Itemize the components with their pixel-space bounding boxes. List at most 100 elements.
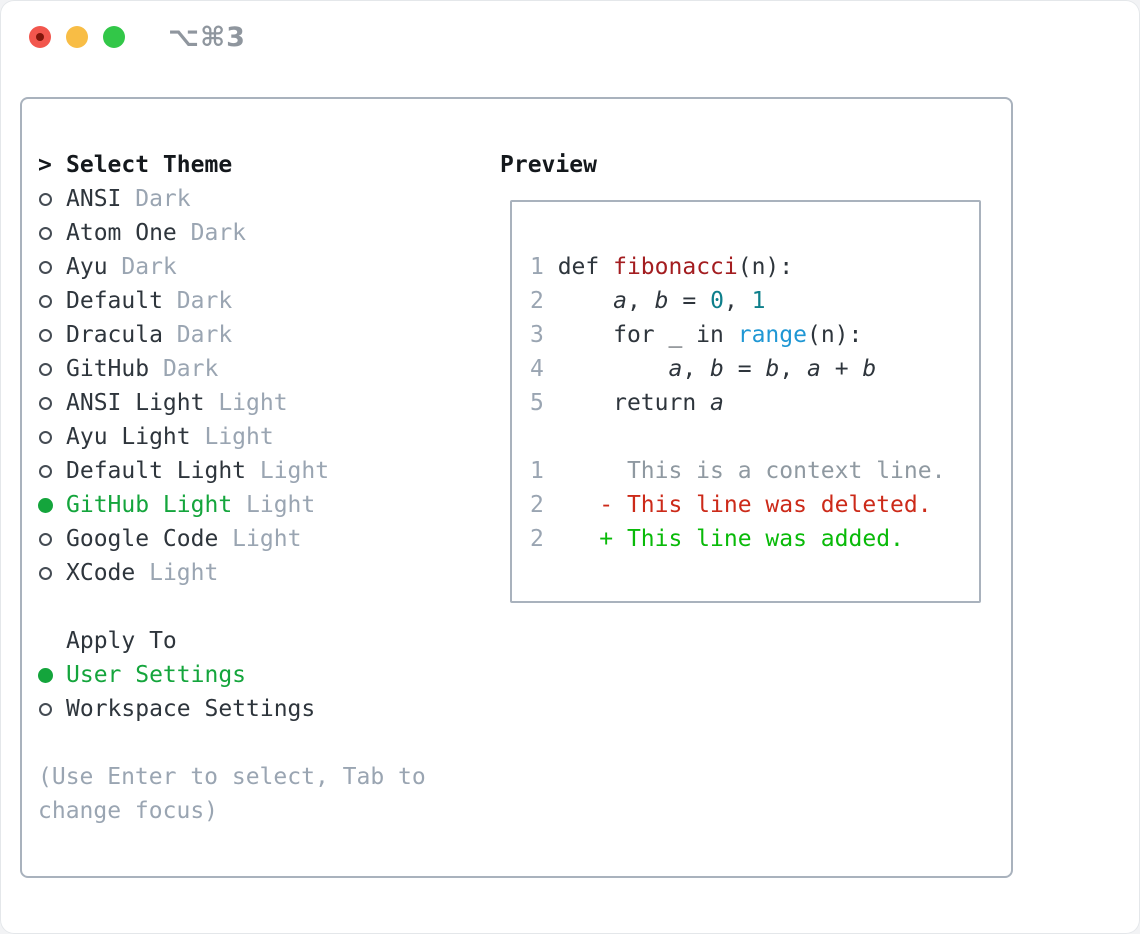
theme-option-label: Default (66, 288, 163, 314)
code-token-var: b (862, 356, 877, 382)
empty-ring (39, 396, 52, 410)
empty-ring (39, 464, 52, 478)
radio-icon (38, 532, 66, 546)
code-token-var: a (807, 356, 821, 382)
apply-to-option-user-settings[interactable]: User Settings (38, 658, 443, 692)
theme-variant-label: Light (218, 526, 302, 552)
spacer (38, 590, 443, 624)
theme-option-label: Dracula (66, 322, 163, 348)
code-token-plain: , (626, 288, 655, 314)
theme-option-atom-one[interactable]: Atom One Dark (38, 216, 443, 250)
apply-to-option-label: Workspace Settings (66, 696, 316, 722)
radio-icon (38, 328, 66, 342)
theme-option-label: GitHub (66, 356, 150, 382)
theme-option-google-code[interactable]: Google Code Light (38, 522, 443, 556)
apply-to-header: Apply To (38, 624, 443, 658)
theme-option-default-light[interactable]: Default Light Light (38, 454, 443, 488)
theme-option-ansi-light[interactable]: ANSI Light Light (38, 386, 443, 420)
code-token-var: b (654, 288, 669, 314)
theme-variant-label: Dark (149, 356, 219, 382)
theme-variant-label: Light (246, 458, 330, 484)
radio-icon (38, 226, 66, 240)
code-token-call: range (737, 322, 807, 348)
code-token-del: - This line was deleted. (543, 492, 932, 518)
theme-option-label: Google Code (66, 526, 219, 552)
diff-line: 1 This is a context line. (530, 454, 979, 488)
code-token-func: fibonacci (613, 254, 738, 280)
theme-option-github[interactable]: GitHub Dark (38, 352, 443, 386)
code-line: 5 return a (530, 386, 979, 420)
preview-title: Preview (500, 152, 597, 178)
code-token-plain: = (723, 356, 766, 382)
code-token-plain: , (779, 356, 808, 382)
line-number: 1 (530, 458, 544, 484)
line-number: 1 (530, 254, 544, 280)
select-theme-header: > Select Theme (38, 148, 443, 182)
theme-option-ansi[interactable]: ANSI Dark (38, 182, 443, 216)
radio-selected-icon (38, 667, 66, 683)
close-button[interactable] (29, 26, 51, 48)
empty-ring (39, 566, 52, 580)
theme-option-label: ANSI Light (66, 390, 205, 416)
code-token-var: a (710, 390, 724, 416)
zoom-button[interactable] (103, 26, 125, 48)
theme-option-label: Ayu Light (66, 424, 191, 450)
code-token-plain: + (820, 356, 863, 382)
theme-option-github-light[interactable]: GitHub Light Light (38, 488, 443, 522)
diff-line: 2 + This line was added. (530, 522, 979, 556)
theme-option-ayu-light[interactable]: Ayu Light Light (38, 420, 443, 454)
code-token-plain: (n): (737, 254, 794, 280)
empty-ring (39, 328, 52, 342)
theme-option-xcode[interactable]: XCode Light (38, 556, 443, 590)
theme-variant-label: Light (135, 560, 219, 586)
radio-selected-icon (38, 497, 66, 513)
code-token-plain (544, 288, 613, 314)
empty-ring (39, 430, 52, 444)
titlebar: ⌥⌘3 (0, 0, 1140, 76)
code-token-var: a (613, 288, 627, 314)
code-token-lit: 0 (710, 288, 724, 314)
theme-option-default[interactable]: Default Dark (38, 284, 443, 318)
theme-option-label: Atom One (66, 220, 177, 246)
code-token-var: b (710, 356, 724, 382)
diff-preview: 1 This is a context line.2 - This line w… (530, 454, 979, 556)
code-token-plain: def (543, 254, 614, 280)
window-shortcut-label: ⌥⌘3 (168, 22, 246, 53)
code-token-plain: , (682, 356, 711, 382)
apply-to-title: Apply To (66, 628, 177, 654)
code-line: 2 a, b = 0, 1 (530, 284, 979, 318)
theme-option-dracula[interactable]: Dracula Dark (38, 318, 443, 352)
radio-icon (38, 192, 66, 206)
theme-option-ayu[interactable]: Ayu Dark (38, 250, 443, 284)
apply-to-option-workspace-settings[interactable]: Workspace Settings (38, 692, 443, 726)
radio-icon (38, 294, 66, 308)
theme-option-label: Ayu (66, 254, 108, 280)
code-token-plain: = (668, 288, 711, 314)
line-number: 2 (530, 492, 544, 518)
minimize-button[interactable] (66, 26, 88, 48)
theme-variant-label: Dark (107, 254, 177, 280)
diff-line: 2 - This line was deleted. (530, 488, 979, 522)
code-token-var: b (765, 356, 780, 382)
apply-to-option-label: User Settings (66, 662, 247, 688)
code-token-plain: (n): (806, 322, 863, 348)
theme-variant-label: Light (232, 492, 316, 518)
spacer (530, 420, 979, 454)
radio-icon (38, 396, 66, 410)
theme-option-label: Default Light (66, 458, 247, 484)
theme-option-label: ANSI (66, 186, 122, 212)
radio-icon (38, 566, 66, 580)
theme-variant-label: Dark (176, 220, 247, 246)
focus-caret-icon: > (38, 152, 52, 178)
theme-variant-label: Light (204, 390, 288, 416)
theme-option-label: XCode (66, 560, 136, 586)
radio-icon (38, 702, 66, 716)
theme-option-label: GitHub Light (66, 492, 233, 518)
code-line: 3 for _ in range(n): (530, 318, 979, 352)
select-theme-title: Select Theme (66, 152, 233, 178)
line-number: 3 (530, 322, 544, 348)
